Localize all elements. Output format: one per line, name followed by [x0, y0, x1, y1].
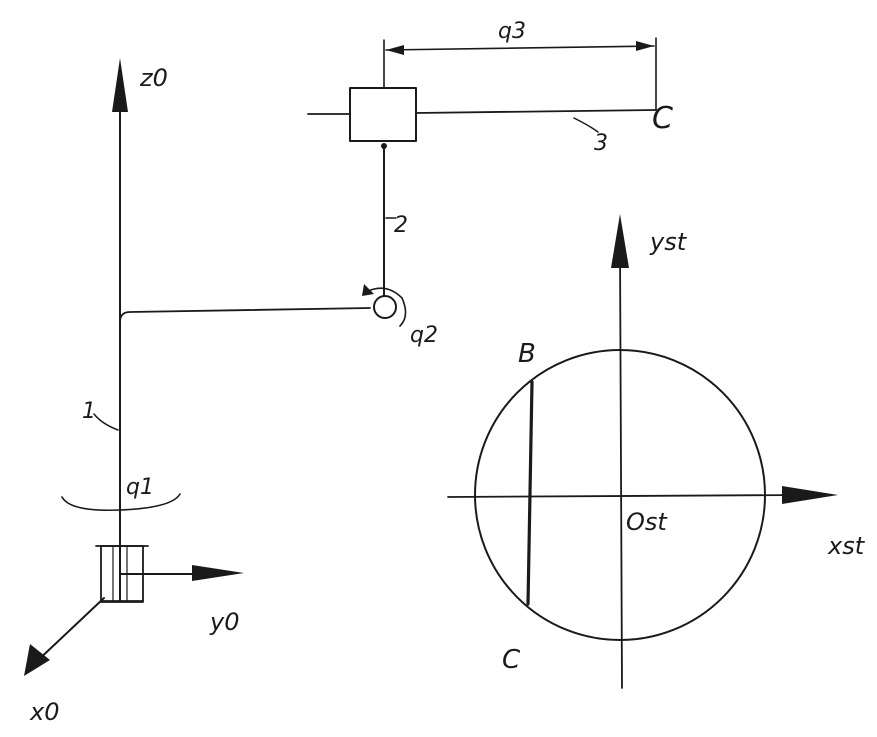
x0-label: x0: [29, 698, 59, 726]
link3: [415, 109, 657, 114]
z0-label: z0: [139, 64, 168, 92]
ost-label: Ost: [626, 508, 668, 536]
xst-label: xst: [827, 532, 866, 560]
y0-arrowhead: [192, 565, 244, 581]
q2-rotation-arc: [365, 287, 407, 327]
prismatic-joint-block: [349, 87, 417, 142]
horizontal-link: [119, 307, 371, 323]
q3-arrow-right: [636, 41, 654, 51]
x0-arrowhead: [24, 644, 50, 676]
link2-label: 2: [394, 213, 408, 238]
base-joint: [95, 545, 149, 603]
robot-scheme: q1 1 q2 2 3 C q3 z0 y0 x0: [24, 19, 673, 726]
link1-leader: [93, 413, 119, 431]
xst-arrowhead: [782, 486, 838, 504]
q1-label: q1: [126, 475, 154, 500]
yst-label: yst: [649, 228, 688, 256]
link2-top-pin: [381, 143, 387, 149]
q2-label: q2: [410, 323, 438, 348]
z0-arrowhead: [112, 58, 128, 112]
q1-rotation-arc: [61, 493, 181, 512]
workspace-scheme: yst xst Ost B C: [447, 214, 866, 689]
q3-dimension-line: [385, 45, 655, 51]
xst-axis: [447, 494, 801, 498]
gripper-label: C: [652, 101, 673, 136]
q3-label: q3: [498, 19, 526, 44]
point-b-label: B: [518, 339, 536, 369]
link3-label: 3: [594, 131, 608, 156]
yst-arrowhead: [611, 214, 629, 268]
x0-axis: [33, 597, 105, 665]
q2-arrowhead: [362, 284, 374, 296]
point-c-label: C: [502, 645, 521, 675]
y0-label: y0: [209, 608, 239, 636]
link1-label: 1: [82, 399, 96, 424]
joint-q2: [373, 295, 397, 319]
link3-leader: [573, 117, 599, 133]
q3-arrow-left: [386, 45, 404, 55]
chord-bc: [526, 380, 534, 606]
yst-axis: [619, 249, 623, 689]
base-frame: [24, 58, 244, 676]
